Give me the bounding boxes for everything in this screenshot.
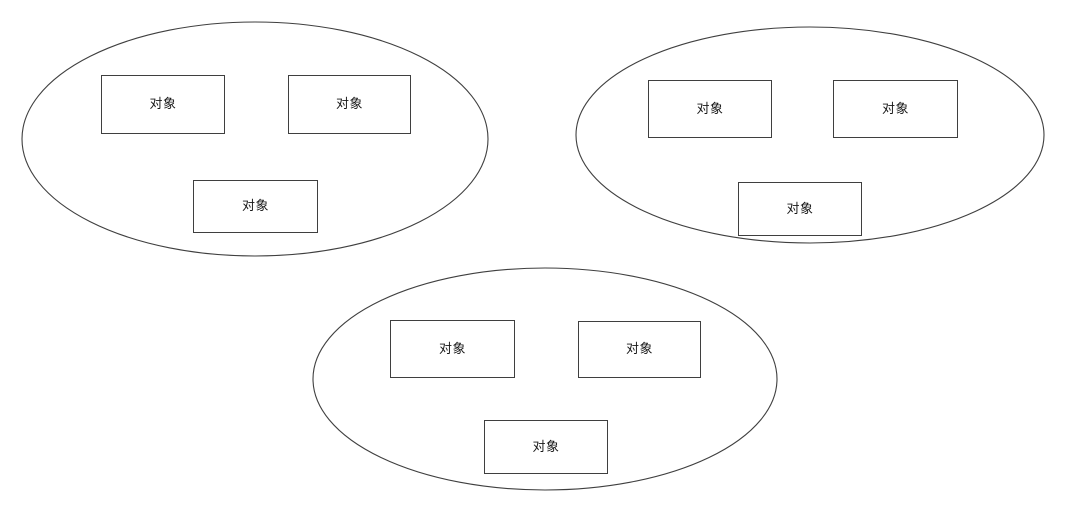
- object-box[interactable]: 对象: [833, 80, 958, 138]
- object-label: 对象: [438, 341, 466, 357]
- object-box[interactable]: 对象: [648, 80, 772, 138]
- object-box[interactable]: 对象: [390, 320, 515, 378]
- object-box[interactable]: 对象: [288, 75, 411, 134]
- object-box[interactable]: 对象: [484, 420, 608, 474]
- object-box[interactable]: 对象: [193, 180, 318, 233]
- object-box[interactable]: 对象: [101, 75, 225, 134]
- object-box[interactable]: 对象: [578, 321, 701, 378]
- object-label: 对象: [625, 342, 653, 357]
- object-label: 对象: [241, 199, 269, 214]
- object-label: 对象: [335, 97, 363, 112]
- object-label: 对象: [786, 201, 814, 217]
- object-box[interactable]: 对象: [738, 182, 862, 236]
- object-label: 对象: [532, 439, 560, 455]
- object-label: 对象: [696, 101, 724, 117]
- object-label: 对象: [149, 97, 177, 112]
- object-label: 对象: [881, 101, 909, 117]
